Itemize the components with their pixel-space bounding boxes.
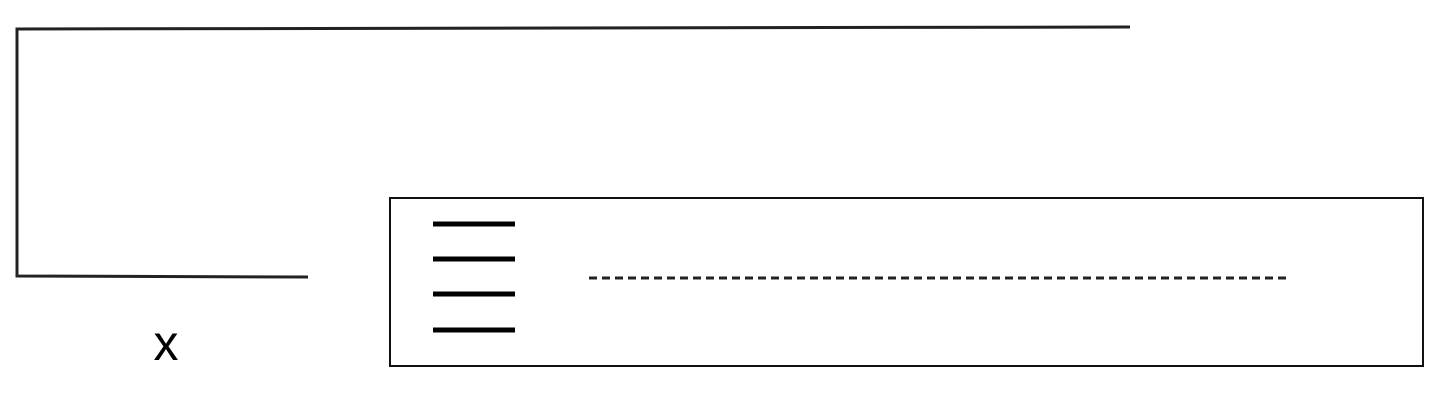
box-frame [389, 197, 1424, 367]
bracket-outline [15, 25, 1131, 279]
stacked-bars [433, 221, 515, 333]
x-label: x [154, 315, 179, 371]
